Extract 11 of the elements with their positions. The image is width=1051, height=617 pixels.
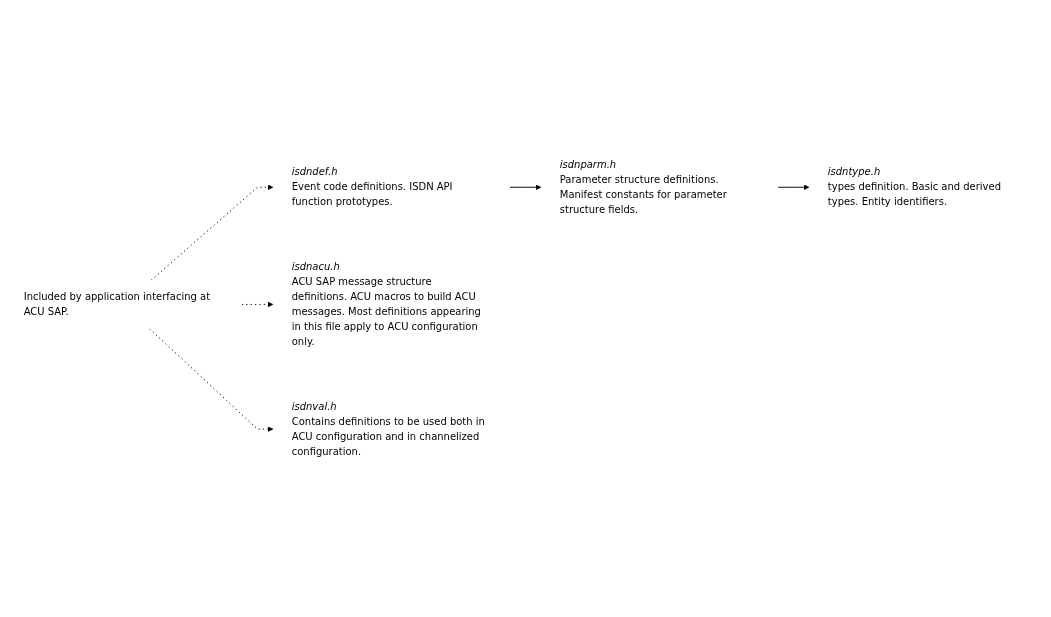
node-text: isdnval.h [291, 400, 337, 413]
node-text: isdndef.h [291, 166, 338, 179]
node-text: isdnacu.h [291, 261, 340, 273]
node-label: Parameter structure definitions. Manifest constants for parameter structure fields. [559, 173, 727, 216]
node-label: types definition. Basic and derived types. Entity identifiers. [827, 181, 1001, 209]
node-text: isdntype.h [827, 166, 881, 179]
node-label: Event code definitions. ISDN API function prototypes. [291, 181, 453, 209]
node-text: Included by application interfacing at ACU SAP. [23, 291, 211, 318]
node-text: isdnparm.h [559, 158, 617, 171]
node-label: Contains definitions to be used both in ACU configuration and in channelized configuration. [291, 415, 485, 458]
node-label: ACU SAP message structure definitions. ACU macros to build ACU messages. Most definitions appearing in this file apply to ACU configuration only. [291, 276, 481, 348]
